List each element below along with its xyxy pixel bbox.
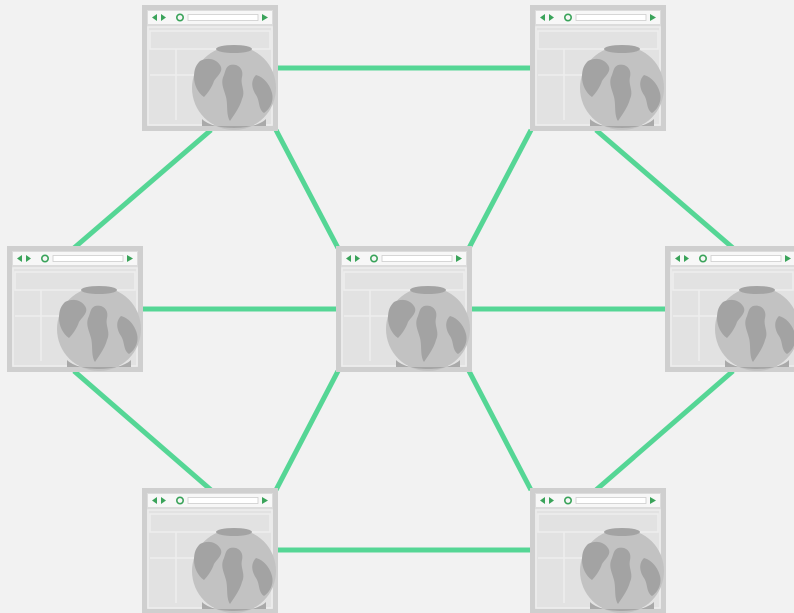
link-top-left-center [276,130,338,248]
address-bar [188,498,258,504]
address-bar [711,256,781,262]
link-center-bottom-left [276,371,338,490]
browser-window-middle-left [7,246,143,372]
browser-window-center [336,246,472,372]
address-bar [382,256,452,262]
globe-pole-cap [216,45,252,53]
globe-pole-cap [604,528,640,536]
browser-window-middle-right [665,246,794,372]
globe-pole-cap [81,286,117,294]
globe-pole-cap [604,45,640,53]
globe-pole-cap [216,528,252,536]
address-bar [53,256,123,262]
browser-window-bottom-right [530,488,666,613]
address-bar [576,15,646,21]
link-middle-right-bottom-right [596,371,733,490]
link-top-right-middle-right [596,130,733,248]
globe-pole-cap [410,286,446,294]
link-center-bottom-right [469,371,531,490]
address-bar [576,498,646,504]
link-middle-left-bottom-left [74,371,211,490]
link-top-left-middle-left [74,130,211,248]
browser-window-top-left [142,5,278,131]
address-bar [188,15,258,21]
browser-window-bottom-left [142,488,278,613]
link-top-right-center [469,130,531,248]
globe-pole-cap [739,286,775,294]
browser-window-top-right [530,5,666,131]
